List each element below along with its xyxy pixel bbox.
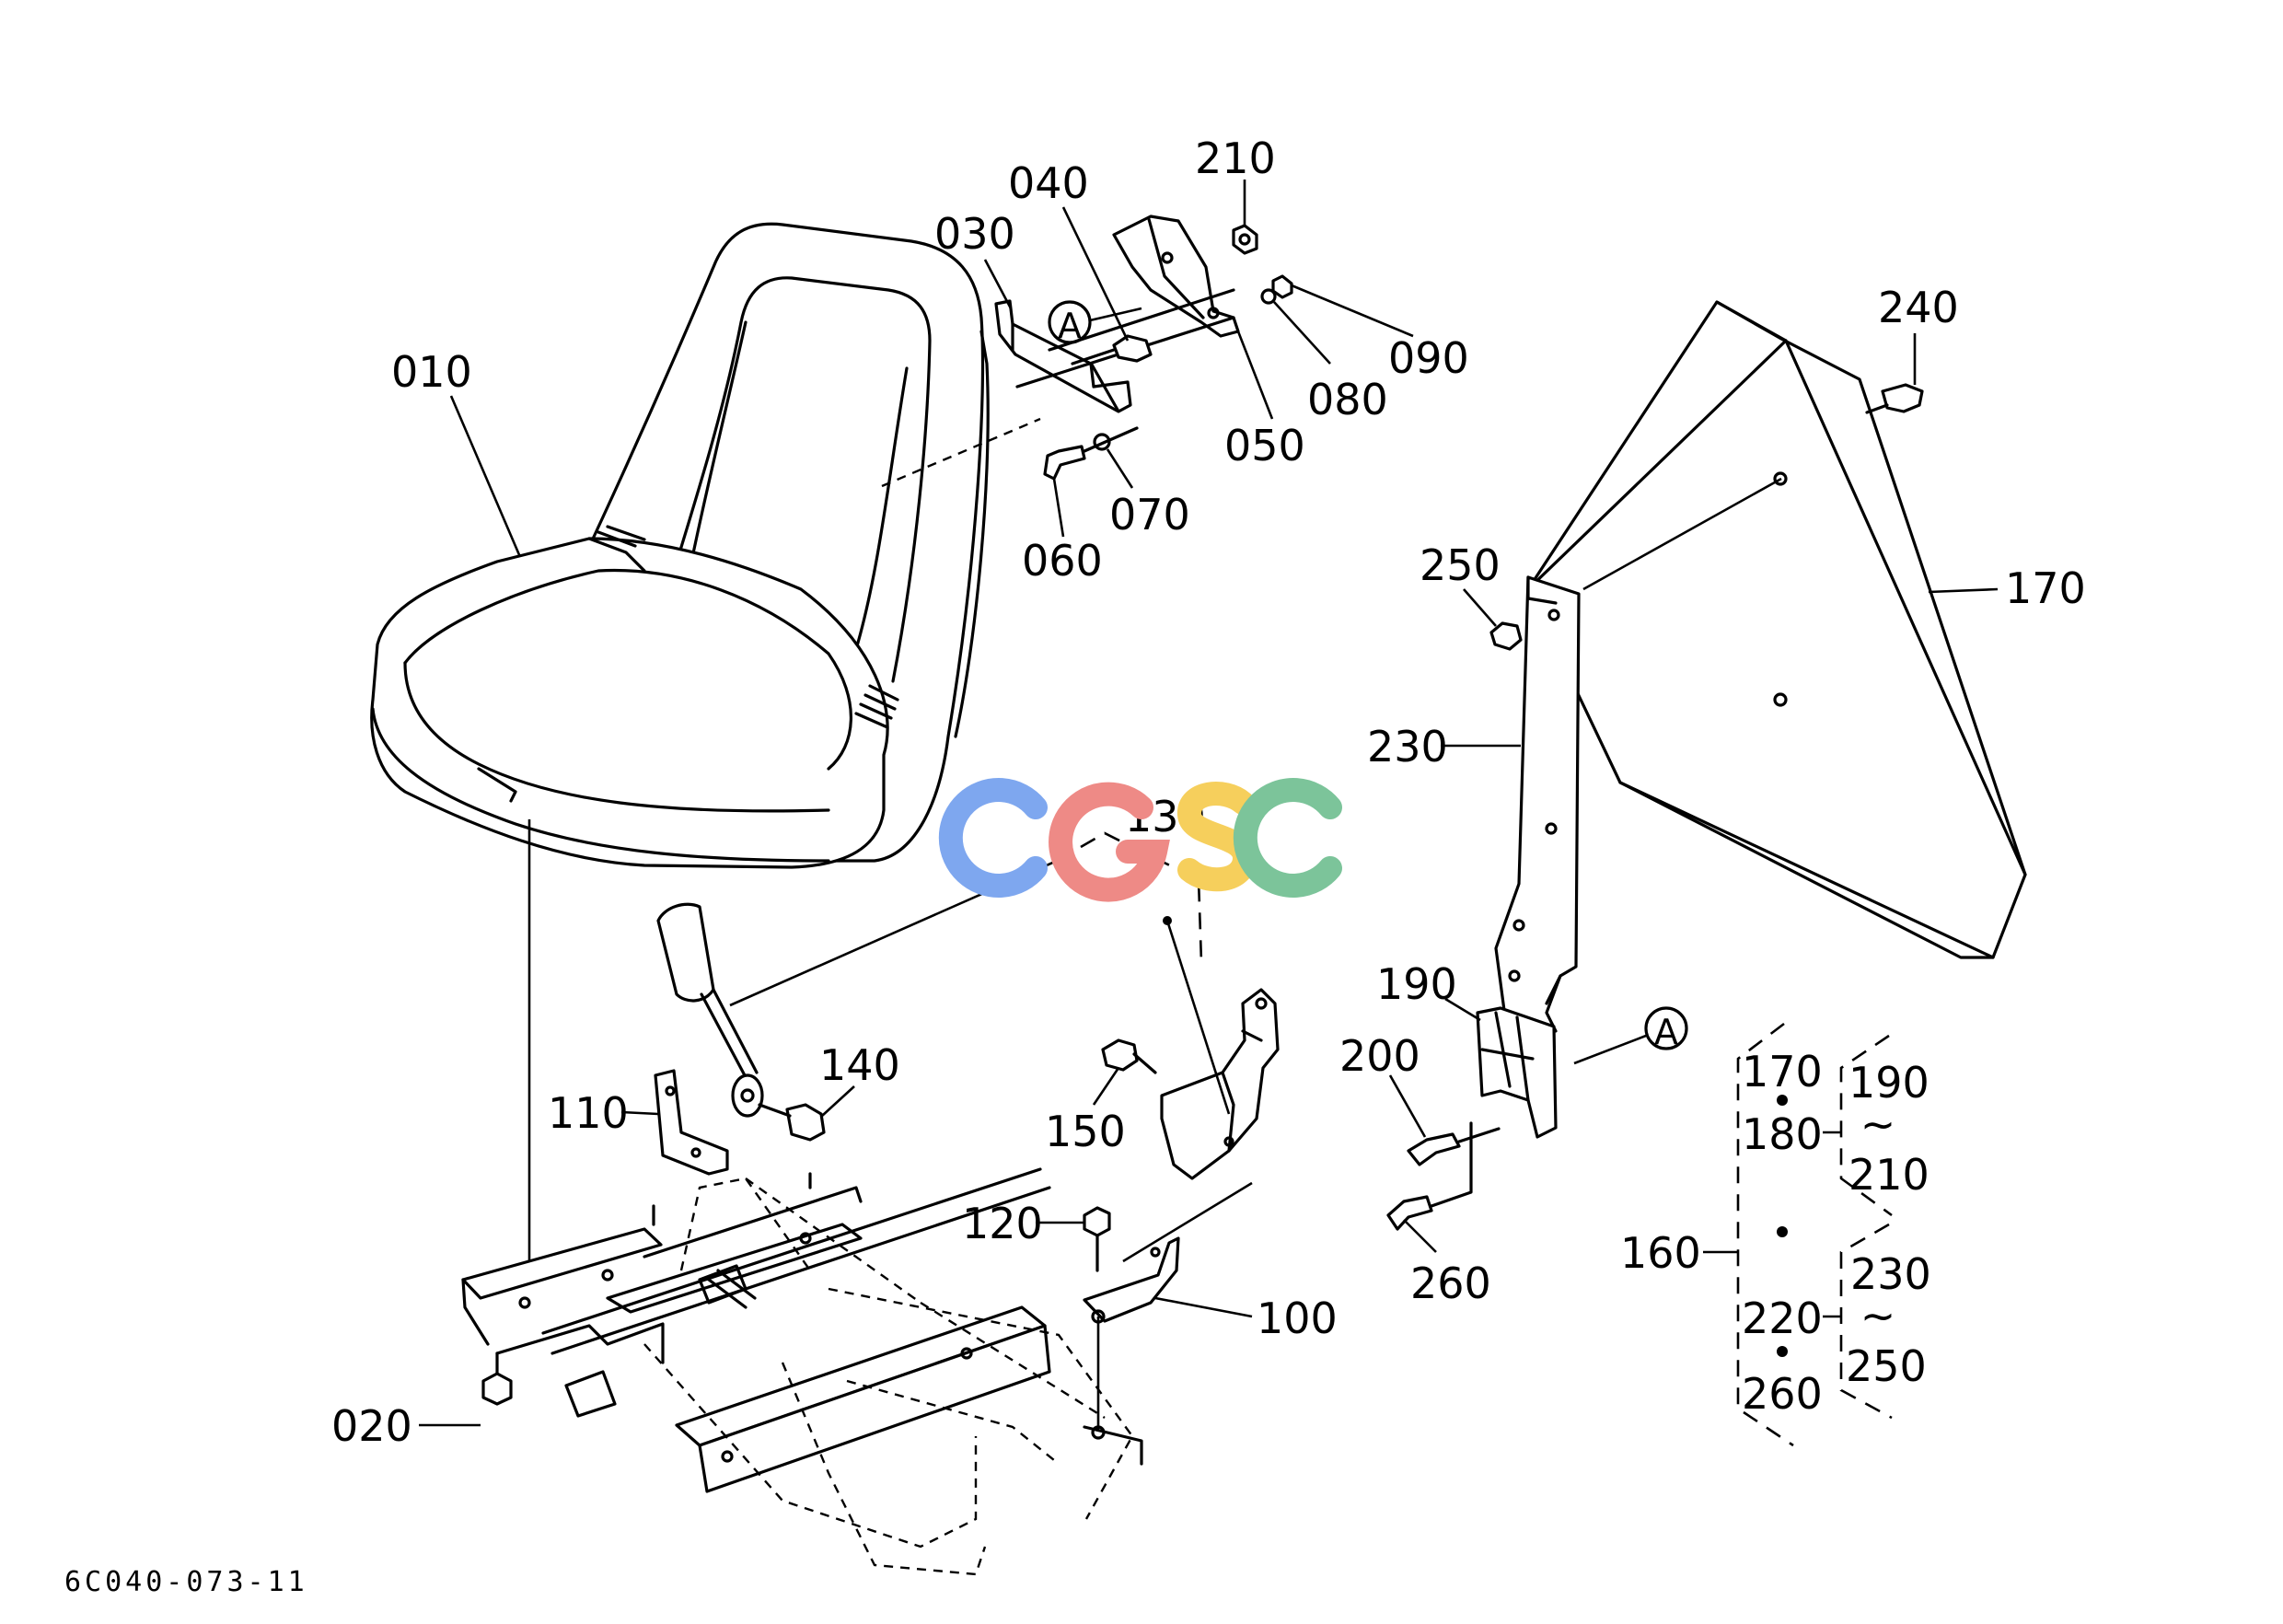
- callout-label-040: 040: [1008, 158, 1089, 208]
- callout-260: 260: [1403, 1219, 1491, 1308]
- assembly-item-220: 220: [1742, 1293, 1823, 1343]
- watermark-letter-c2: [1233, 778, 1342, 898]
- assembly-item-260: 260: [1742, 1369, 1823, 1419]
- assembly-range2-from: 230: [1850, 1249, 1931, 1299]
- callout-050: 050: [1224, 331, 1305, 470]
- callout-230: 230: [1367, 722, 1521, 771]
- watermark-logo: [938, 778, 1342, 902]
- callout-110: 110: [548, 1088, 659, 1138]
- callout-label-010: 010: [391, 347, 472, 397]
- reference-mark-a-right: A: [1654, 1012, 1678, 1052]
- assembly-parent-160: 160: [1620, 1228, 1701, 1278]
- assembly-range1-from: 190: [1848, 1058, 1930, 1108]
- callout-250: 250: [1420, 540, 1501, 627]
- diagram-code: 6C040-073-11: [64, 1566, 308, 1598]
- assembly-item-180: 180: [1742, 1109, 1823, 1159]
- callout-210: 210: [1195, 133, 1276, 226]
- callout-030: 030: [934, 209, 1015, 309]
- assembly-range1-to: 210: [1848, 1150, 1930, 1200]
- callout-140: 140: [819, 1040, 900, 1117]
- adjust-lever: [654, 856, 1061, 1176]
- assembly-range2-sep: ~: [1860, 1291, 1896, 1340]
- assembly-range2-to: 250: [1846, 1341, 1927, 1391]
- slow-moving-vehicle-emblem: [1489, 300, 2027, 959]
- callout-label-020: 020: [331, 1401, 412, 1451]
- callout-label-170: 170: [2005, 563, 2086, 613]
- watermark-letter-g: [1049, 782, 1170, 902]
- emblem-bracket: [1494, 575, 1581, 1033]
- emblem-holder: A: [1386, 1006, 1688, 1231]
- callout-label-030: 030: [934, 209, 1015, 259]
- callout-150: 150: [1045, 1067, 1126, 1156]
- assembly-item-170: 170: [1742, 1047, 1823, 1096]
- callout-170: 170: [1928, 563, 2086, 613]
- callout-label-230: 230: [1367, 722, 1448, 771]
- callout-040: 040: [1008, 158, 1130, 342]
- callout-label-210: 210: [1195, 133, 1276, 183]
- callout-label-080: 080: [1307, 375, 1388, 424]
- watermark-letter-c1: [938, 778, 1048, 898]
- callout-label-190: 190: [1376, 959, 1457, 1009]
- callout-label-250: 250: [1420, 540, 1501, 590]
- switch-bracket: [1056, 831, 1280, 1432]
- callout-label-200: 200: [1339, 1031, 1420, 1081]
- seat-bracket-assembly: A: [994, 215, 1293, 481]
- callout-120: 120: [962, 1199, 1084, 1248]
- assembly-range1-sep: ~: [1860, 1099, 1896, 1149]
- callout-090: 090: [1291, 284, 1469, 383]
- callout-190: 190: [1376, 959, 1481, 1022]
- callout-label-090: 090: [1388, 333, 1469, 383]
- callout-020: 020: [331, 1401, 481, 1451]
- callout-label-240: 240: [1878, 283, 1959, 332]
- callout-080: 080: [1273, 301, 1388, 424]
- callout-010: 010: [391, 347, 522, 558]
- callout-060: 060: [1022, 478, 1103, 586]
- callout-200: 200: [1339, 1031, 1427, 1138]
- callout-label-060: 060: [1022, 536, 1103, 586]
- callout-label-050: 050: [1224, 421, 1305, 470]
- callout-label-070: 070: [1109, 490, 1190, 539]
- watermark-letter-s: [1177, 782, 1257, 892]
- callout-label-120: 120: [962, 1199, 1043, 1248]
- callout-label-110: 110: [548, 1088, 629, 1138]
- reference-mark-a-top: A: [1058, 306, 1082, 346]
- callout-label-100: 100: [1257, 1293, 1338, 1343]
- callout-label-150: 150: [1045, 1107, 1126, 1156]
- seat-rails: [461, 1167, 1143, 1576]
- callout-label-260: 260: [1410, 1259, 1491, 1308]
- assembly-key: 160 170 180 220 260 190 ~ 210 230 ~ 250: [1620, 1022, 1931, 1447]
- callout-100: 100: [1154, 1293, 1338, 1343]
- callout-240: 240: [1878, 283, 1959, 385]
- callout-070: 070: [1106, 448, 1190, 539]
- callout-label-140: 140: [819, 1040, 900, 1090]
- seat: [370, 222, 1041, 1280]
